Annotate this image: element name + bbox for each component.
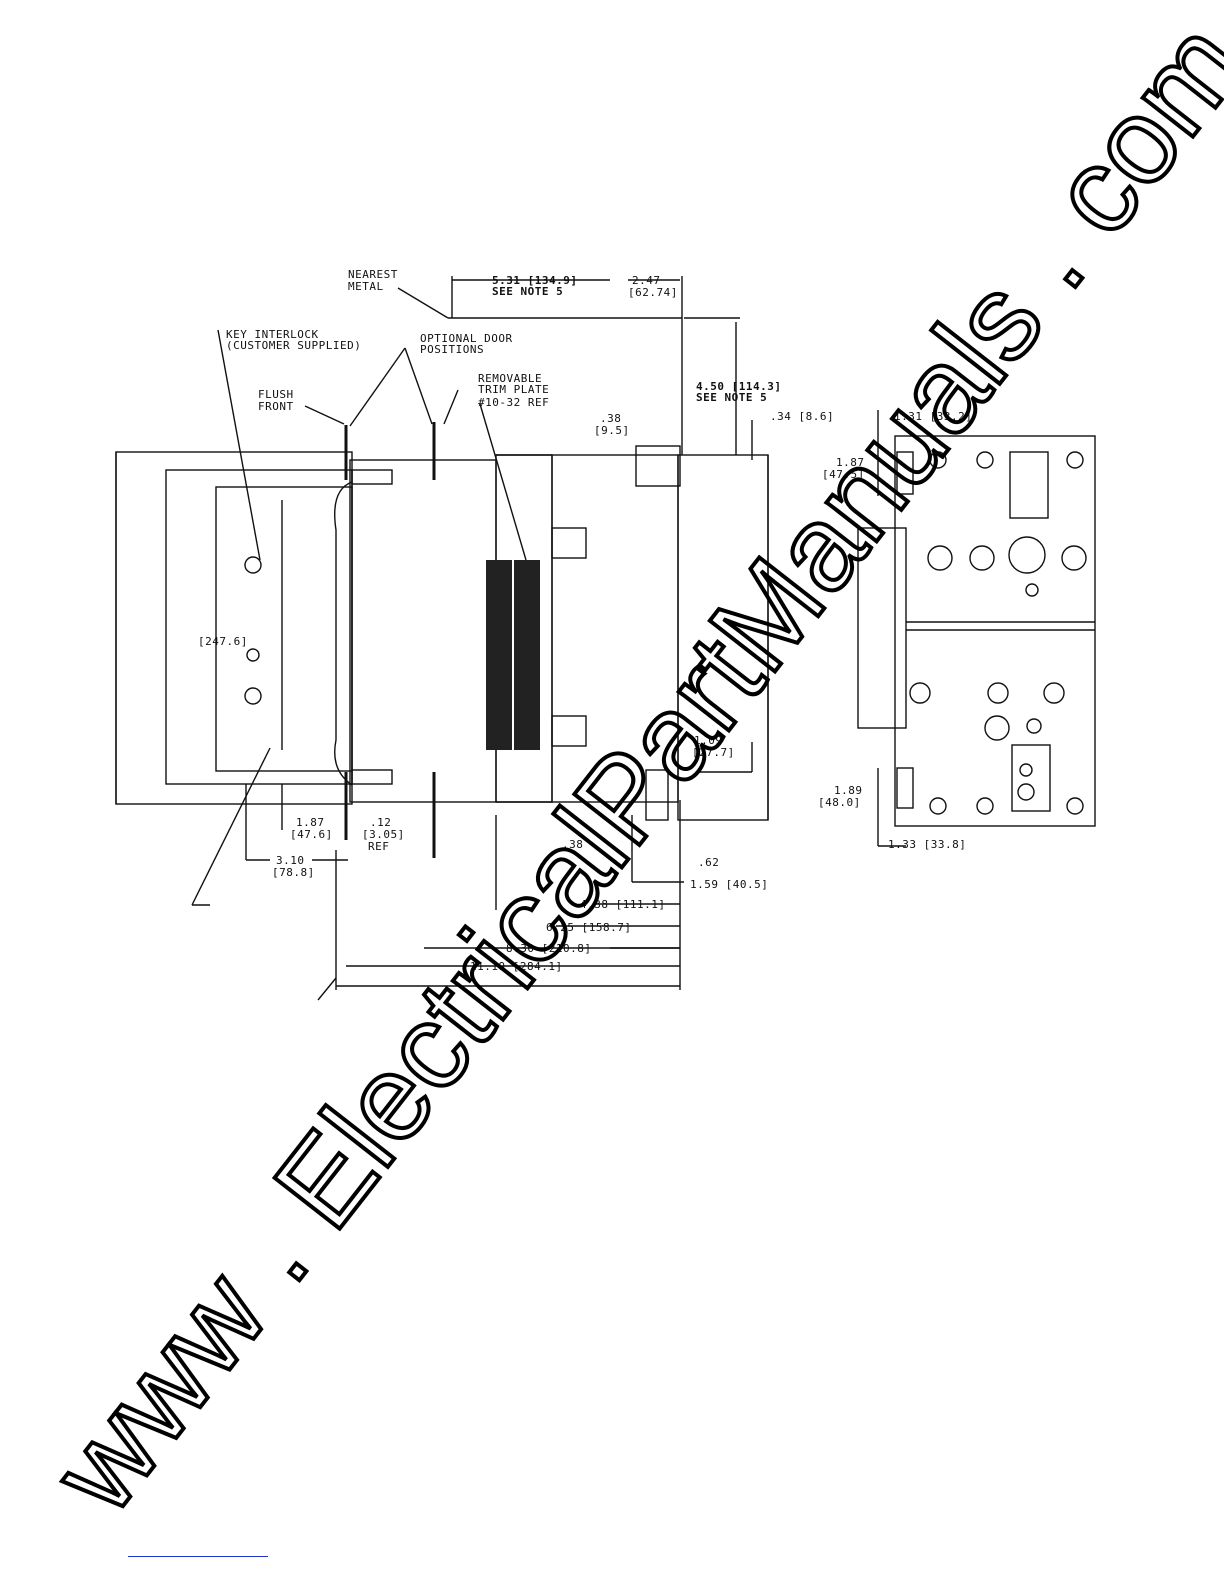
label-dim-531-note: SEE NOTE 5 (492, 285, 563, 298)
label-dim-12-mm: [3.05] (362, 828, 405, 841)
label-dim-189-mm: [48.0] (818, 796, 861, 809)
end-view (857, 435, 1096, 827)
dimension-lines (191, 276, 906, 1001)
label-dim-34: .34 [8.6] (770, 410, 834, 423)
labels: NEAREST METAL 5.31 [134.9] SEE NOTE 5 2.… (198, 268, 972, 973)
label-dim-438: 4.38 [111.1] (580, 898, 665, 911)
label-dim-12-ref: REF (368, 840, 389, 853)
label-dim-310: 3.10 (276, 854, 305, 867)
label-dim-625: 6.25 [158.7] (546, 921, 631, 934)
label-dim-62: .62 (698, 856, 719, 869)
label-dim-310-mm: [78.8] (272, 866, 315, 879)
label-dim-830: 8.30 [210.8] (506, 942, 591, 955)
label-key-interlock: KEY INTERLOCK (226, 328, 319, 341)
label-dim-109: 1.09 (694, 734, 723, 747)
label-dim-133: 1.33 [33.8] (888, 838, 966, 851)
label-dim-1119: 11.19 [284.1] (470, 960, 563, 973)
side-view (115, 422, 769, 858)
label-trim-plate-3: #10-32 REF (478, 396, 549, 409)
label-door-positions-2: POSITIONS (420, 343, 484, 356)
label-flush-front-2: FRONT (258, 400, 294, 413)
label-flush-front: FLUSH (258, 388, 294, 401)
label-dim-38a-mm: [9.5] (594, 424, 630, 437)
footer-link-underline[interactable] (128, 1556, 268, 1557)
label-dim-187l-mm: [47.6] (290, 828, 333, 841)
label-dim-38a: .38 (600, 412, 621, 425)
label-trim-plate-2: TRIM PLATE (478, 383, 549, 396)
label-nearest-metal: NEAREST (348, 268, 398, 281)
label-door-positions: OPTIONAL DOOR (420, 332, 513, 345)
label-dim-2476: [247.6] (198, 635, 248, 648)
label-dim-38b: .38 (562, 838, 583, 851)
label-dim-187r-mm: [47.5] (822, 468, 865, 481)
label-dim-247-mm: [62.74] (628, 286, 678, 299)
label-dim-12: .12 (370, 816, 391, 829)
label-dim-450: 4.50 [114.3] (696, 380, 781, 393)
label-dim-109-mm: [27.7] (692, 746, 735, 759)
label-dim-450-note: SEE NOTE 5 (696, 391, 767, 404)
label-dim-189: 1.89 (834, 784, 863, 797)
label-key-interlock-2: (CUSTOMER SUPPLIED) (226, 339, 361, 352)
label-nearest-metal-2: METAL (348, 280, 384, 293)
label-dim-187r: 1.87 (836, 456, 865, 469)
label-trim-plate: REMOVABLE (478, 372, 542, 385)
label-dim-187l: 1.87 (296, 816, 325, 829)
label-dim-247: 2.47 (632, 274, 661, 287)
label-dim-531: 5.31 [134.9] (492, 274, 577, 287)
label-dim-159: 1.59 [40.5] (690, 878, 768, 891)
label-dim-131: 1.31 [33.2] (894, 410, 972, 423)
watermark: www . ElectricalPartManuals . com (26, 0, 1224, 1537)
